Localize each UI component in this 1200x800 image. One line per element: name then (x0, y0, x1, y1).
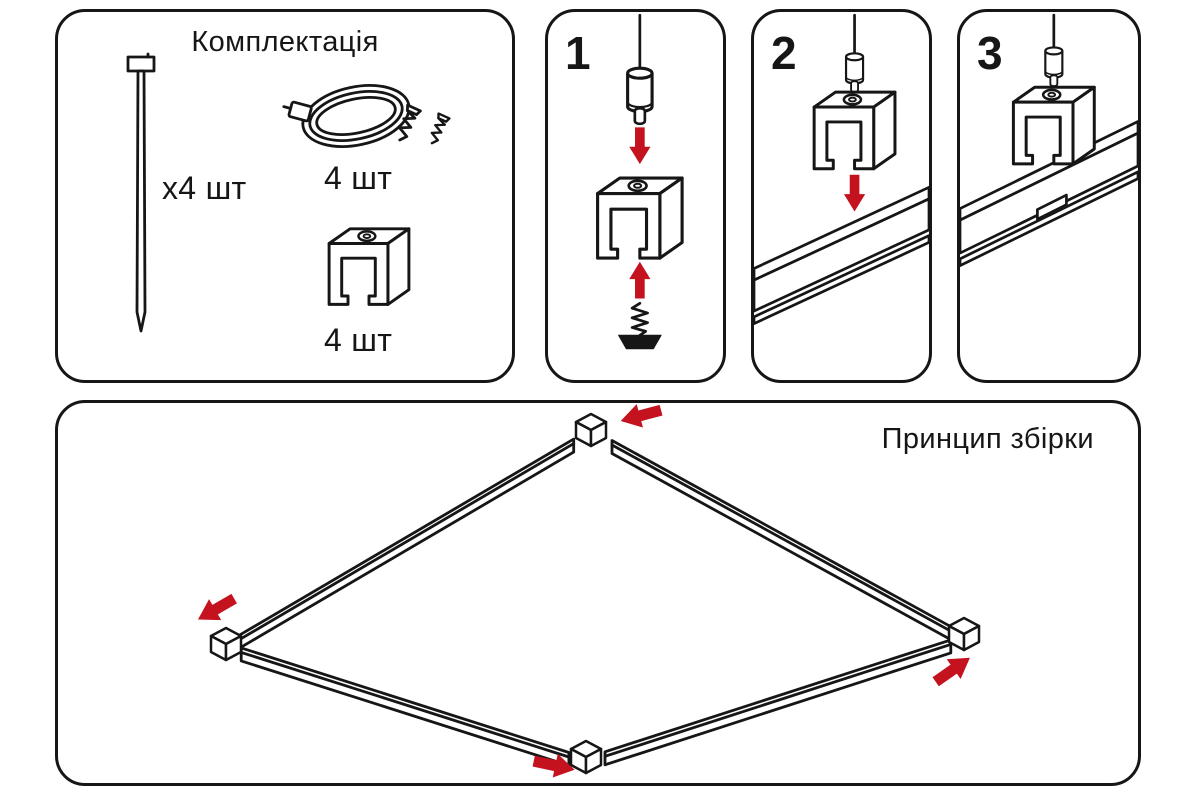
mounting-clip-icon (327, 227, 411, 306)
step-2-number: 2 (771, 27, 797, 79)
assembly-panel: Принцип збірки (55, 400, 1141, 786)
steel-cable-icon (282, 84, 411, 148)
light-profile-icon (754, 185, 929, 325)
kit-title: Комплектація (191, 26, 379, 58)
mounting-clip-icon (1011, 85, 1096, 166)
assembly-arrow-top-icon (617, 403, 665, 433)
assembly-arrow-left-icon (191, 588, 241, 631)
corner-connector-right (947, 616, 981, 652)
step-3-illustration (960, 13, 1138, 268)
cable-gripper-icon (626, 66, 654, 126)
kit-illustration (126, 52, 451, 333)
screw-icon (618, 301, 662, 350)
arrow-down-icon (629, 127, 651, 165)
steel-cable-qty: 4 шт (324, 160, 393, 196)
assembly-title: Принцип збірки (881, 423, 1094, 455)
step-1-number: 1 (565, 27, 591, 79)
suspension-wire-qty: x4 шт (162, 170, 247, 206)
cable-gripper-icon (844, 52, 865, 94)
arrow-up-icon (629, 261, 651, 299)
step-3-panel: 3 (957, 9, 1141, 383)
kit-panel: Комплектація x4 шт 4 шт 4 шт (55, 9, 515, 383)
step-2-illustration (754, 13, 929, 325)
mounting-clip-icon (812, 90, 897, 171)
corner-connector-bottom (569, 739, 603, 775)
step-3-number: 3 (977, 27, 1003, 79)
frame-bar-bottom-right (603, 638, 953, 767)
mounting-clip-icon (596, 176, 684, 260)
light-profile-icon (960, 120, 1138, 268)
step-1-illustration (596, 13, 684, 350)
frame-bar-top-left (236, 437, 576, 651)
clip-lower-latch (1036, 193, 1068, 221)
corner-connector-top (574, 412, 608, 448)
frame-bars (236, 437, 954, 767)
arrow-down-icon (843, 174, 866, 212)
step-1-panel: 1 (545, 9, 726, 383)
frame-bar-bottom-left (239, 646, 571, 767)
corner-connector-left (209, 626, 243, 662)
step-2-panel: 2 (751, 9, 932, 383)
screws-icon (398, 103, 451, 145)
suspension-wire-icon (126, 52, 156, 333)
cable-gripper-icon (1044, 46, 1064, 88)
assembly-illustration (191, 403, 981, 782)
mounting-clip-qty: 4 шт (324, 322, 393, 358)
frame-bar-top-right (610, 439, 954, 642)
